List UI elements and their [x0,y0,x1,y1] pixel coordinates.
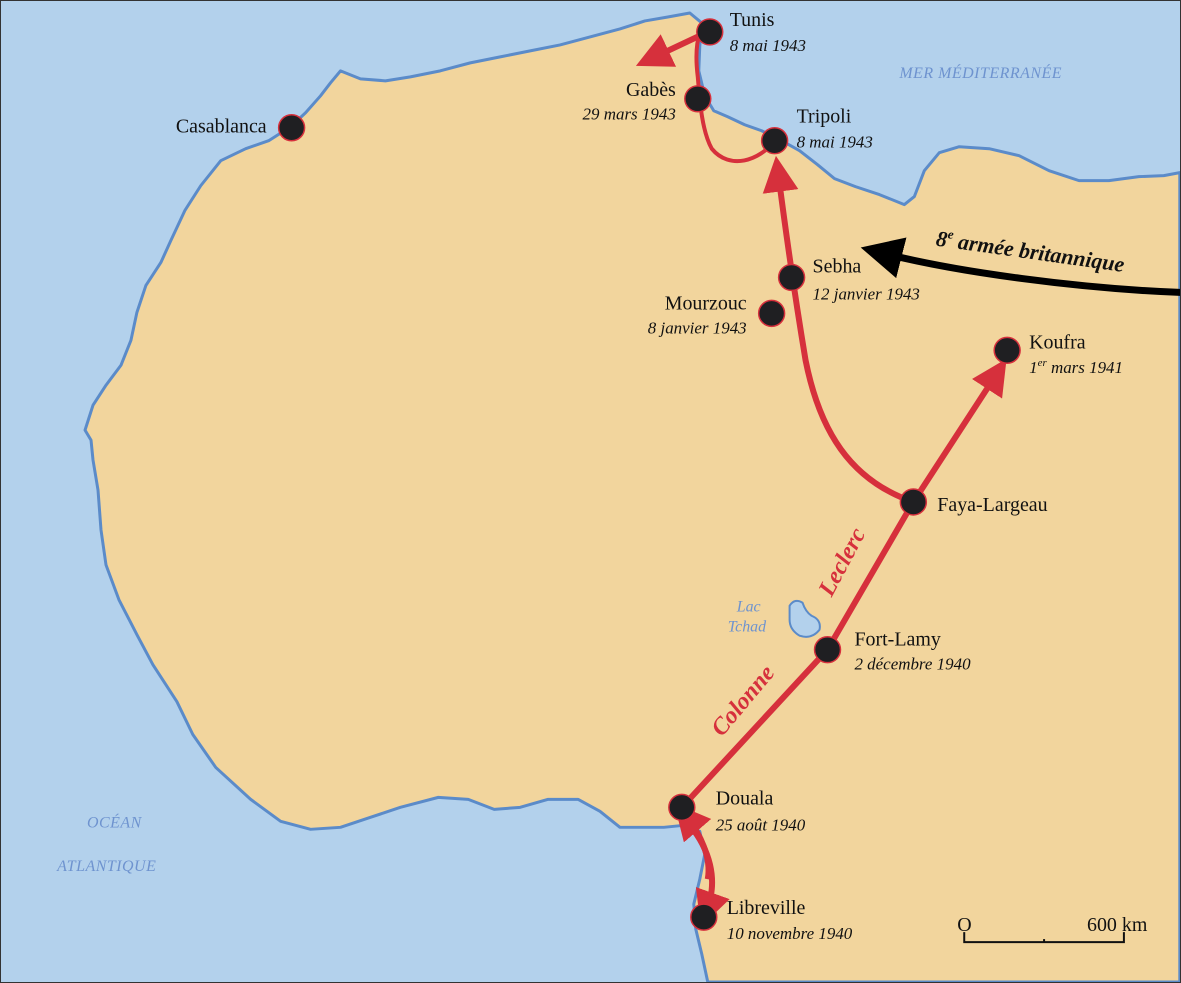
tripoli-name: Tripoli [797,106,852,128]
tunis-date: 8 mai 1943 [730,36,806,55]
british-army-route [860,237,1180,296]
route-libreville-douala [674,803,712,880]
douala-name: Douala [716,787,774,809]
libreville-name: Libreville [727,897,806,919]
mediterranean-label: MER MÉDITERRANÉE [898,63,1062,82]
koufra-dot [993,336,1021,365]
lake-chad [788,599,821,638]
mourzouc-date: 8 janvier 1943 [648,318,747,337]
sebha-date: 12 janvier 1943 [813,284,920,303]
tunis-dot [696,18,724,46]
libreville-date: 10 novembre 1940 [727,924,853,943]
casablanca-name: Casablanca [176,116,267,138]
route-faya-tripoli [762,155,915,505]
gabes-dot [684,85,712,113]
tripoli-date: 8 mai 1943 [797,133,873,152]
scale-bar: O 600 km [957,914,1148,944]
sebha-dot [777,263,806,292]
lake-chad-label-line1: Lac [736,599,761,616]
gabes-name: Gabès [626,79,676,101]
route-faya-koufra [910,358,1007,504]
fortlamy-date: 2 décembre 1940 [854,655,971,674]
douala-dot [668,793,696,822]
fortlamy-name: Fort-Lamy [854,629,940,651]
tunis-name: Tunis [730,9,775,31]
gabes-date: 29 mars 1943 [583,105,676,124]
lake-chad-label-line2: Tchad [728,619,767,636]
libreville-dot [690,903,718,931]
atlantic-label-line2: ATLANTIQUE [56,858,156,875]
koufra-name: Koufra [1029,331,1086,353]
atlantic-label-line1: OCÉAN [87,812,143,831]
city-dots [277,18,1021,931]
sebha-name: Sebha [813,255,862,277]
route-tripoli-gabes-tunis [694,32,777,164]
scale-end-label: 600 km [1087,914,1148,936]
mourzouc-dot [757,299,786,328]
faya-dot [899,488,928,516]
tripoli-dot [760,126,789,155]
koufra-date: 1er mars 1941 [1029,357,1123,377]
scale-start-label: O [957,914,971,936]
fortlamy-dot [813,635,842,664]
casablanca-dot [277,114,306,142]
douala-date: 25 août 1940 [716,815,806,834]
mourzouc-name: Mourzouc [665,292,747,314]
faya-name: Faya-Largeau [937,494,1047,516]
